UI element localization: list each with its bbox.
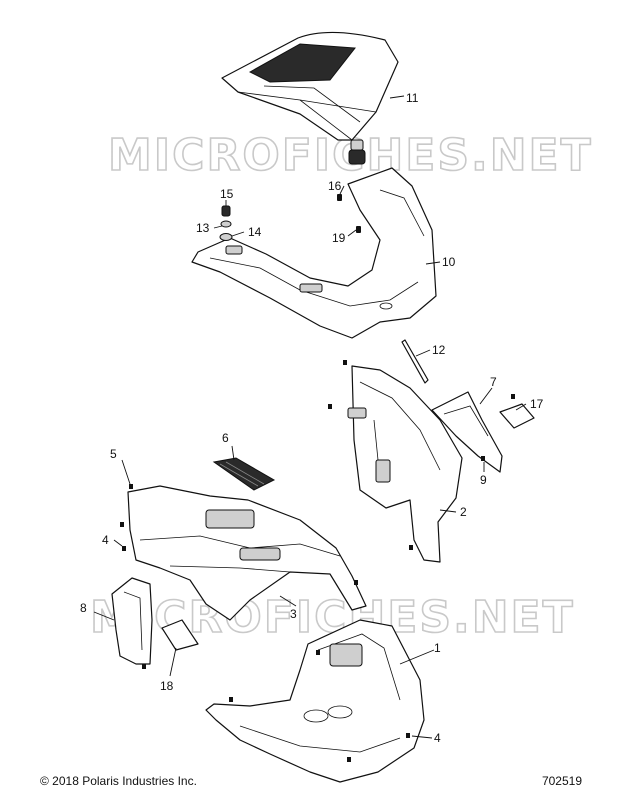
part-2-side-panel[interactable] — [347, 365, 463, 563]
part-10-upper-dash[interactable] — [191, 167, 437, 339]
callout-18: 18 — [160, 679, 174, 693]
callout-12: 12 — [432, 343, 446, 357]
part-18-clip[interactable] — [161, 619, 199, 651]
callout-4-lower: 4 — [434, 731, 441, 745]
callout-2: 2 — [460, 505, 467, 519]
fastener-stack-13-14-15[interactable] — [219, 205, 233, 241]
callout-19: 19 — [332, 231, 346, 245]
callout-7: 7 — [490, 375, 497, 389]
part-1-floor-console[interactable] — [205, 619, 425, 783]
part-12-strip[interactable] — [401, 339, 429, 384]
callout-13: 13 — [196, 221, 210, 235]
callout-10: 10 — [442, 255, 456, 269]
part-11-hood[interactable] — [221, 31, 399, 141]
part-3-dash-body[interactable] — [127, 485, 367, 621]
part-6-vent-grille[interactable] — [212, 457, 276, 491]
hood-latch[interactable] — [348, 139, 366, 165]
callout-16: 16 — [328, 179, 342, 193]
callout-1: 1 — [434, 641, 441, 655]
screw-19[interactable] — [356, 226, 361, 233]
callout-14: 14 — [248, 225, 262, 239]
callout-3: 3 — [290, 607, 297, 621]
copyright-text: © 2018 Polaris Industries Inc. — [40, 774, 197, 788]
callout-4-upper: 4 — [102, 533, 109, 547]
part-8-lower-bracket[interactable] — [111, 577, 153, 665]
diagram-number: 702519 — [541, 774, 582, 788]
callout-11: 11 — [406, 91, 419, 105]
callout-15: 15 — [220, 187, 234, 201]
callout-8: 8 — [80, 601, 87, 615]
callout-6: 6 — [222, 431, 229, 445]
part-17-clip[interactable] — [499, 403, 535, 429]
leader-lines — [93, 95, 527, 739]
loose-screws — [120, 360, 515, 762]
screw-16[interactable] — [337, 194, 342, 201]
callout-9: 9 — [480, 473, 487, 487]
callout-17: 17 — [530, 397, 544, 411]
callout-5: 5 — [110, 447, 117, 461]
part-7-bracket[interactable] — [431, 391, 503, 473]
